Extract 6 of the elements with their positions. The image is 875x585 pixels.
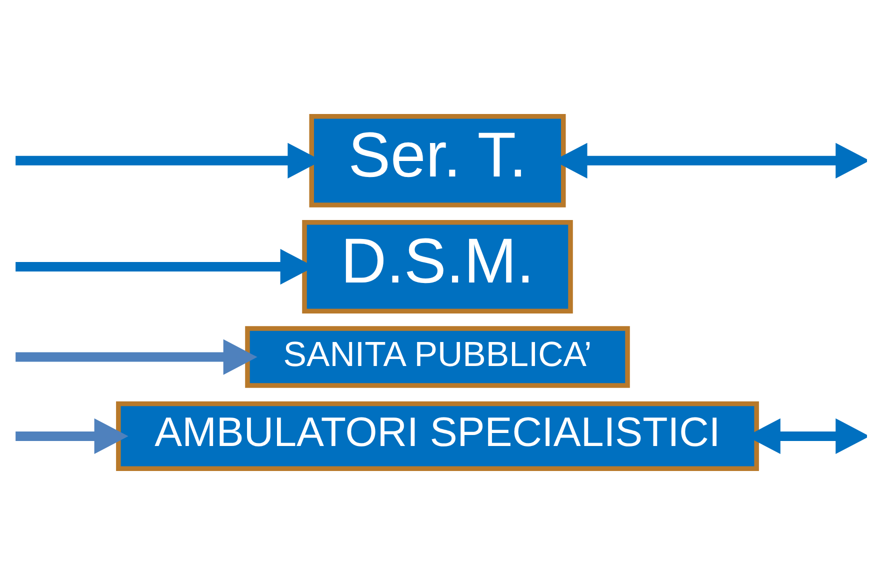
arrow [16,418,128,454]
node-box: Ser. T. [309,114,566,208]
arrow [16,339,258,375]
node-box: D.S.M. [302,220,573,314]
node-box: AMBULATORI SPECIALISTICI [116,401,759,472]
node-box: SANITA PUBBLICA’ [245,326,630,388]
